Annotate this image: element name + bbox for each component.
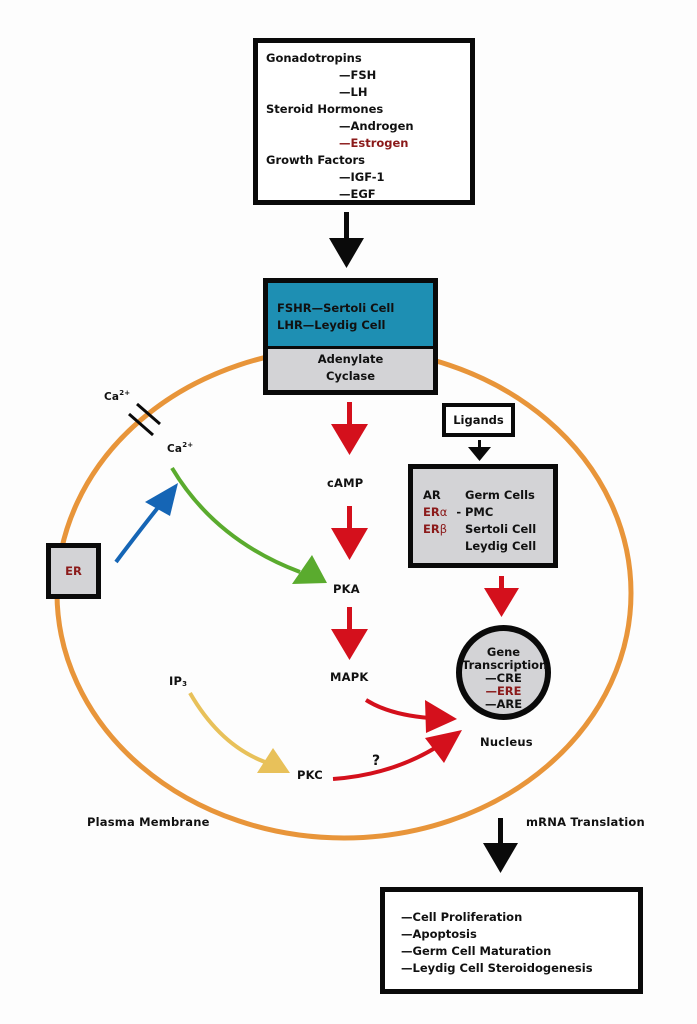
response-element: —CRE: [485, 671, 522, 685]
cell-type: Sertoli Cell: [465, 522, 537, 536]
arrow-ip3-to-pkc: [188, 692, 290, 773]
arrow-ligands-to-receptors: [468, 440, 491, 461]
membrane-receptor-box: FSHR—Sertoli Cell LHR—Leydig Cell Adenyl…: [263, 278, 438, 395]
outcome-item: —Cell Proliferation: [401, 910, 523, 924]
cell-type: Germ Cells: [465, 488, 535, 502]
input-arrow: [329, 212, 364, 268]
er-box: ER: [46, 543, 101, 599]
group-item: —EGF: [339, 187, 376, 201]
group-heading: Steroid Hormones: [266, 102, 384, 116]
group-item: —Androgen: [339, 119, 414, 133]
outcomes-box: —Cell Proliferation —Apoptosis —Germ Cel…: [380, 887, 643, 994]
ligands-box: Ligands: [442, 403, 515, 437]
lhr-label: LHR—Leydig Cell: [277, 318, 386, 332]
arrow-camp-to-pka: [331, 506, 368, 560]
fshr-label: FSHR—Sertoli Cell: [277, 301, 395, 315]
nucleus-label: Nucleus: [480, 735, 533, 749]
camp-label: cAMP: [327, 476, 364, 490]
group-heading: Growth Factors: [266, 153, 365, 167]
receptor-er-beta: ERβ: [423, 522, 448, 536]
gonadotropin-receptors: FSHR—Sertoli Cell LHR—Leydig Cell: [268, 283, 433, 349]
nucleus-title: Gene: [486, 645, 521, 659]
nucleus-title: Transcription: [462, 658, 548, 672]
group-item-estrogen: —Estrogen: [339, 136, 409, 150]
enzyme-line1: Adenylate: [317, 352, 384, 366]
cell-type: Leydig Cell: [465, 539, 537, 553]
enzyme-line2: Cyclase: [325, 369, 376, 383]
plasma-membrane-label: Plasma Membrane: [87, 815, 210, 829]
ligands-label: Ligands: [453, 413, 504, 427]
outcome-item: —Apoptosis: [401, 927, 477, 941]
mrna-translation-label: mRNA Translation: [526, 815, 645, 829]
nucleus: Gene Transcription —CRE —ERE —ARE: [456, 625, 551, 720]
group-item: —LH: [339, 85, 368, 99]
receptor-ar: AR: [423, 488, 441, 502]
outcome-item: —Germ Cell Maturation: [401, 944, 552, 958]
arrow-er-to-calcium: [114, 483, 178, 564]
receptor-er-alpha: ERα-: [423, 505, 462, 519]
pka-label: PKA: [333, 582, 360, 596]
arrow-receptors-to-nucleus: [484, 576, 519, 617]
calcium-inside-label: Ca2+: [167, 441, 194, 455]
ip3-label: IP3: [169, 674, 188, 688]
calcium-channel-icon: [128, 402, 161, 437]
group-item: —IGF-1: [339, 170, 385, 184]
arrow-translation: [483, 818, 518, 873]
nuclear-receptor-box: AR ERα- ERβ Germ Cells PMC Sertoli Cell …: [408, 464, 558, 568]
pkc-label: PKC: [297, 768, 323, 782]
er-label: ER: [65, 564, 82, 578]
unknown-mark: ?: [372, 753, 381, 769]
group-heading: Gonadotropins: [266, 51, 362, 65]
outcome-item: —Leydig Cell Steroidogenesis: [401, 961, 593, 975]
group-item: —FSH: [339, 68, 377, 82]
mapk-label: MAPK: [330, 670, 369, 684]
arrow-mapk-to-nucleus: [364, 698, 457, 733]
stimuli-box: Gonadotropins —FSH —LH Steroid Hormones …: [253, 38, 475, 205]
arrow-pkc-to-nucleus: [332, 730, 462, 781]
arrow-pka-to-mapk: [331, 607, 368, 660]
arrow-calcium-to-pka: [170, 466, 327, 584]
calcium-outside-label: Ca2+: [104, 389, 131, 403]
adenylate-cyclase: Adenylate Cyclase: [268, 349, 433, 390]
response-element-ere: —ERE: [485, 684, 522, 698]
arrow-ac-to-camp: [331, 402, 368, 455]
cell-type: PMC: [465, 505, 494, 519]
response-element: —ARE: [484, 697, 523, 711]
